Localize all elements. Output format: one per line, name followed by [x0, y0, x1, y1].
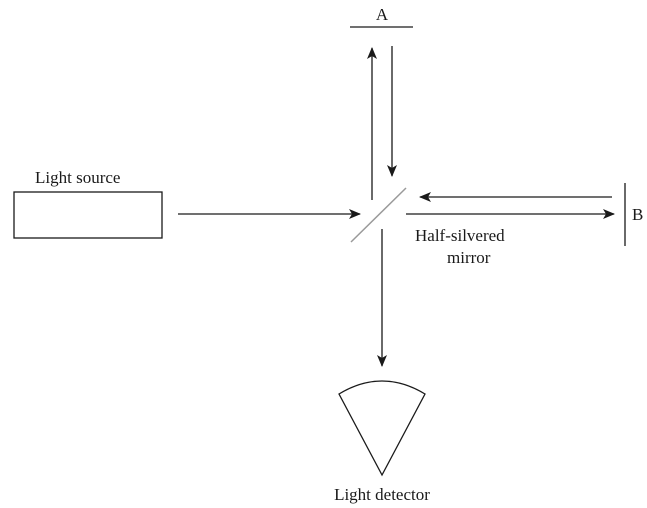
mirror-a-label: A	[376, 5, 389, 24]
light-detector-label: Light detector	[334, 485, 430, 504]
light-source-box	[13, 191, 163, 239]
light-detector	[338, 380, 426, 477]
mirror-b-label: B	[632, 205, 643, 224]
half-silvered-label-line1: Half-silvered	[415, 226, 505, 245]
light-source-label: Light source	[35, 168, 120, 187]
half-silvered-mirror	[350, 187, 407, 243]
half-silvered-label-line2: mirror	[447, 248, 491, 267]
